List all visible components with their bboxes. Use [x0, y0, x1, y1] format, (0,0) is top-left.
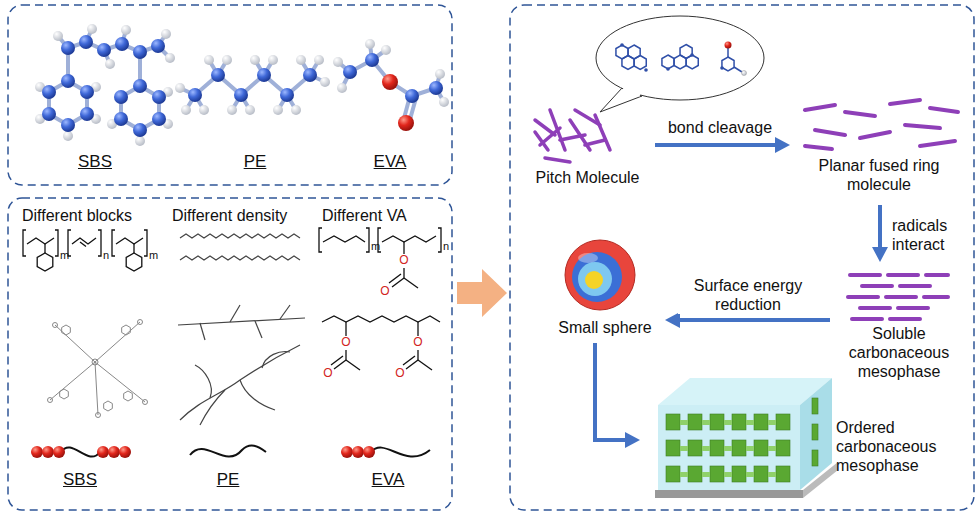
sbs-ball-model — [35, 24, 175, 146]
polymer-icons — [31, 446, 430, 458]
formula-symbol: m — [149, 249, 158, 262]
formula-symbol: O — [395, 367, 404, 381]
sbs-structure — [23, 230, 147, 271]
group-heading: Different blocks — [22, 207, 132, 225]
polymer-name: SBS — [63, 470, 97, 490]
process-stage: Ordered carbonaceous mesophase — [640, 362, 968, 508]
formula-symbol: O — [341, 336, 350, 350]
formula-symbol: m — [60, 249, 69, 262]
dashed-panel — [8, 5, 974, 510]
polymer-name: PE — [217, 470, 240, 490]
formula-symbol: n — [443, 240, 449, 253]
polymer-name: PE — [244, 152, 267, 172]
mesophase-stack — [848, 275, 948, 319]
formula-symbol: O — [399, 254, 408, 268]
formula-symbol: O — [380, 285, 389, 299]
speech-bubble — [596, 16, 764, 112]
planar-molecules — [805, 100, 958, 149]
arrow-head — [775, 137, 790, 153]
arrow-label: bond cleavage — [650, 118, 790, 137]
group-heading: Different density — [172, 207, 287, 225]
orange-arrow — [457, 269, 507, 317]
small-sphere — [565, 240, 635, 310]
group-heading: Different VA — [322, 207, 407, 225]
formula-symbol: O — [323, 367, 332, 381]
formula-symbol: m — [371, 240, 380, 253]
process-stage: Soluble carbonaceous mesophase — [830, 262, 968, 400]
arrow-head — [625, 432, 640, 448]
formula-symbol: n — [103, 249, 109, 262]
ordered-mesophase — [655, 378, 838, 498]
process-stage: Pitch Molecule — [520, 100, 655, 200]
flow-arrow — [655, 137, 790, 153]
polymer-name: EVA — [374, 152, 407, 172]
arrow-head — [872, 247, 888, 262]
stage-text: Pitch Molecule — [520, 168, 655, 187]
eva-ball-model — [333, 39, 449, 131]
flow-arrow — [595, 343, 640, 448]
pitch-molecules — [535, 110, 610, 162]
stage-text: Soluble carbonaceous mesophase — [835, 324, 963, 381]
process-stage: Planar fused ring molecule — [790, 92, 968, 205]
eva-structure — [319, 228, 441, 370]
arrow-line — [655, 143, 778, 147]
stage-text: Ordered carbonaceous mesophase — [836, 418, 964, 475]
formula-symbol: O — [413, 336, 422, 350]
flow-arrow — [872, 205, 888, 262]
stage-text: Planar fused ring molecule — [800, 156, 958, 194]
arrow-line — [595, 343, 628, 440]
stage-text: Small sphere — [545, 318, 665, 337]
polymer-name: EVA — [372, 470, 405, 490]
polymer-name: SBS — [78, 152, 112, 172]
arrow-line — [677, 318, 830, 322]
pe-structure — [178, 234, 305, 425]
arrow-label: radicals interact — [892, 216, 968, 254]
arrow-head — [665, 312, 680, 328]
pe-ball-model — [175, 55, 330, 115]
sbs-star-structure — [48, 320, 148, 418]
arrow-label: Surface energy reduction — [678, 276, 818, 314]
process-stage: Small sphere — [545, 232, 665, 343]
flow-arrow — [665, 312, 830, 328]
arrow-line — [878, 205, 882, 250]
